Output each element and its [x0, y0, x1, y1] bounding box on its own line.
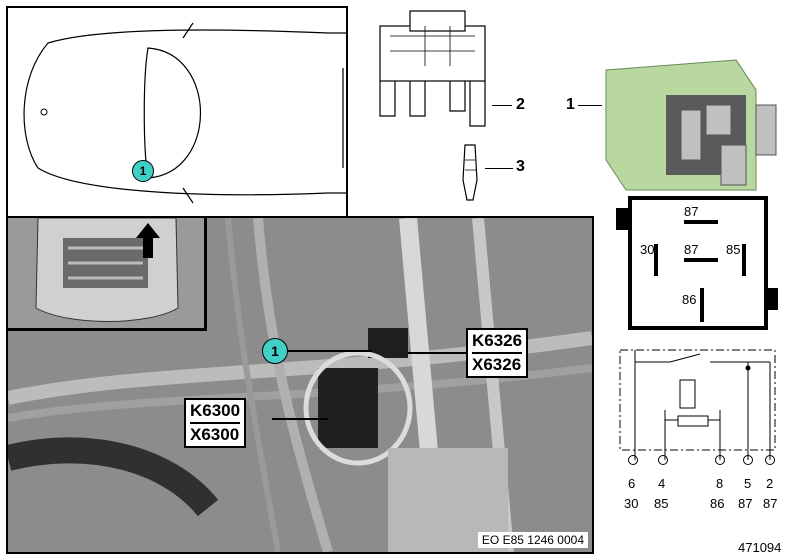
- schematic-terminal-row: [620, 455, 790, 475]
- pinout-tab-right: [766, 288, 778, 310]
- pin-label-top: 87: [684, 204, 699, 219]
- callout-line-2: [492, 105, 512, 106]
- pin-label-left: 30: [640, 242, 655, 257]
- pin-label-center: 87: [684, 242, 699, 257]
- callout-line-1: [578, 105, 602, 106]
- function-86: 86: [710, 496, 725, 511]
- pin-bottom: [700, 288, 704, 322]
- function-87a: 87: [738, 496, 753, 511]
- terminal-circle-5: [743, 455, 753, 465]
- terminal-num-4: 4: [658, 476, 666, 491]
- pin-label-bottom: 86: [682, 292, 697, 307]
- pin-center: [684, 258, 718, 262]
- function-30: 30: [624, 496, 639, 511]
- pin-right: [742, 244, 746, 276]
- label-box-k6300: K6300 X6300: [184, 398, 247, 448]
- pin-label-right: 85: [726, 242, 741, 257]
- inset-engine-drawing: [35, 218, 179, 322]
- terminal-num-2: 2: [766, 476, 774, 491]
- photo-marker: 1: [262, 338, 288, 364]
- terminal-circle-8: [715, 455, 725, 465]
- callout-3: 3: [516, 158, 525, 175]
- installation-photo: 1 K6326 X6326 K6300 X6300 EO E85 1246 00…: [6, 216, 594, 554]
- pin-top: [684, 220, 718, 224]
- connector-housing-drawing: [379, 10, 486, 127]
- function-87b: 87: [763, 496, 778, 511]
- relay-schematic: [619, 349, 776, 460]
- terminal-num-8: 8: [716, 476, 724, 491]
- photo-marker-line: [288, 350, 372, 352]
- label-x6300: X6300: [190, 425, 240, 444]
- photo-code-label: EO E85 1246 0004: [477, 532, 588, 548]
- label-box-k6326: K6326 X6326: [466, 328, 529, 378]
- pin-left: [654, 244, 658, 276]
- leader-k6326: [408, 352, 466, 354]
- function-85: 85: [654, 496, 669, 511]
- terminal-num-5: 5: [744, 476, 752, 491]
- figure-number: 471094: [738, 540, 782, 555]
- vehicle-location-panel: 1: [6, 6, 348, 218]
- location-marker: 1: [132, 160, 154, 182]
- label-k6326: K6326: [472, 330, 523, 354]
- terminal-circle-4: [658, 455, 668, 465]
- leader-k6300: [272, 418, 328, 420]
- callout-2: 2: [516, 96, 525, 113]
- pinout-tab-left: [616, 208, 628, 230]
- terminal-circle-2: [765, 455, 775, 465]
- terminal-circle-6: [628, 455, 638, 465]
- relay-pinout: 87 30 87 85 86: [616, 196, 778, 330]
- label-k6300: K6300: [190, 400, 241, 424]
- callout-1: 1: [566, 96, 575, 113]
- relay-drawing: [605, 59, 777, 191]
- engine-bay-photo: [8, 218, 592, 552]
- label-x6326: X6326: [472, 355, 522, 374]
- engine-bay-inset: [8, 218, 207, 331]
- terminal-drawing: [462, 144, 478, 201]
- callout-line-3: [485, 168, 513, 169]
- terminal-num-6: 6: [628, 476, 636, 491]
- car-outline: [23, 22, 346, 204]
